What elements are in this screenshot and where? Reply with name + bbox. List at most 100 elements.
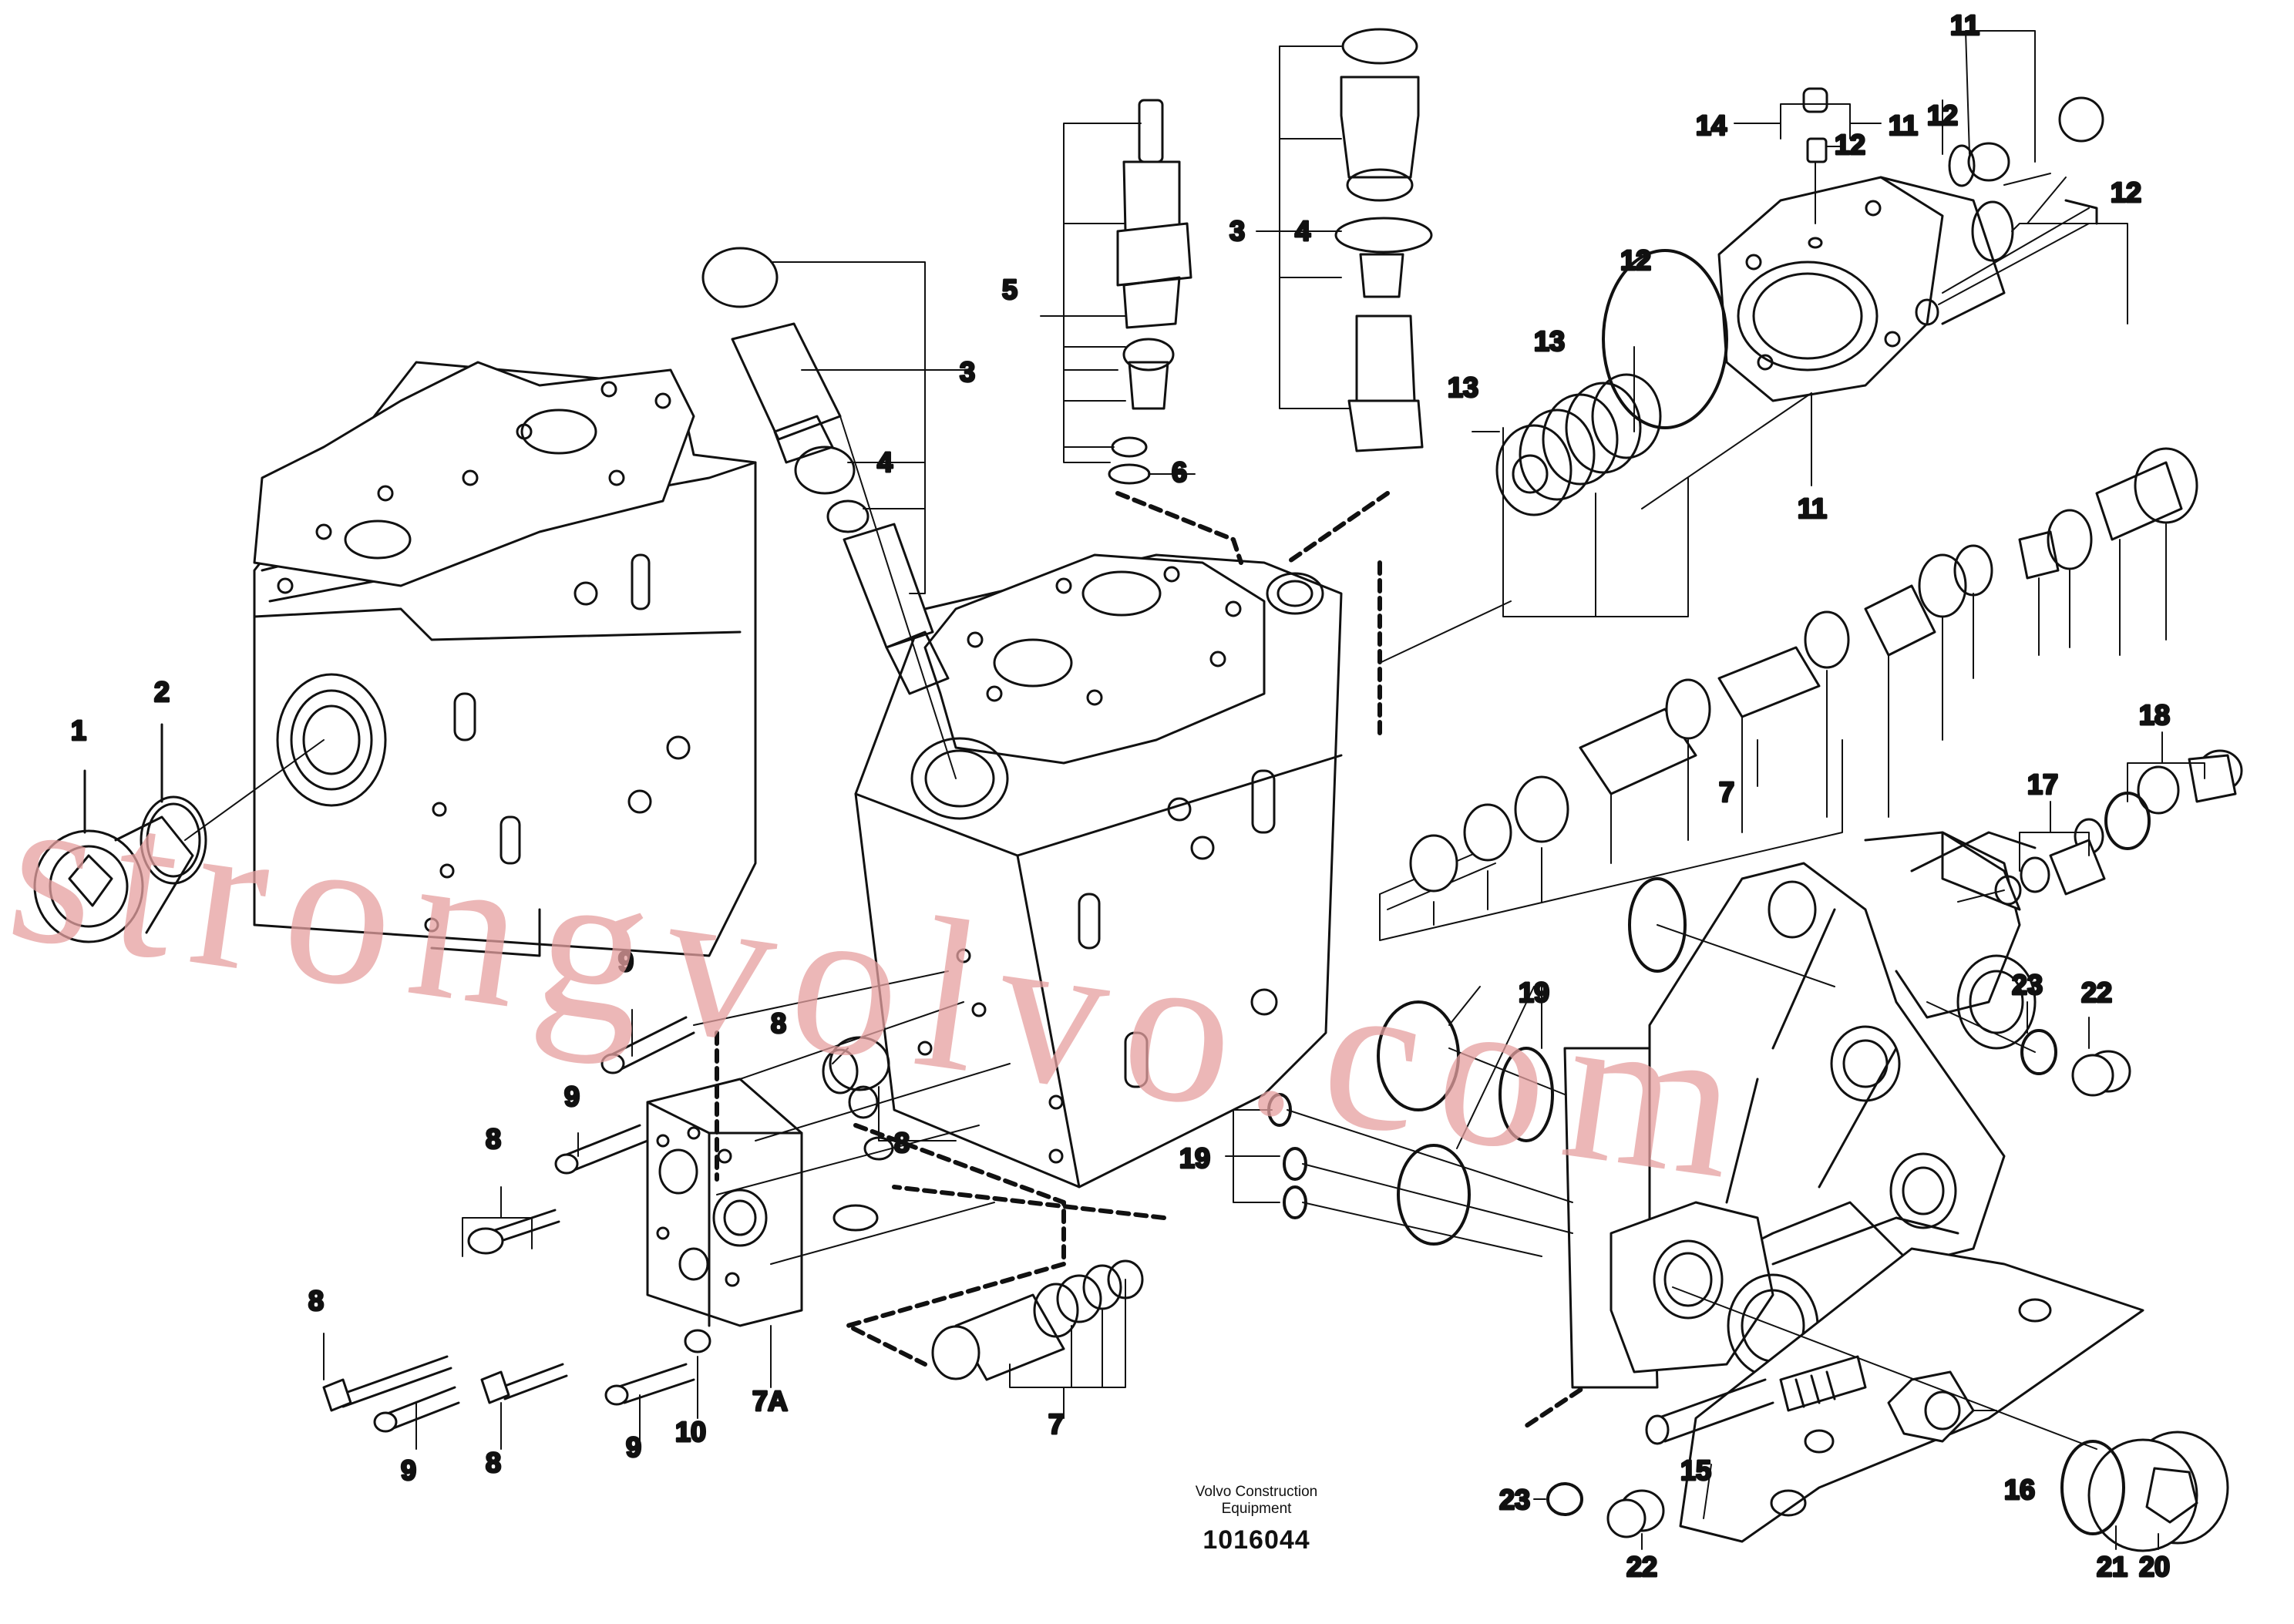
callout-9: 9 [401, 1454, 416, 1486]
studs-8 [322, 1209, 568, 1412]
plugs-12 [1915, 96, 2104, 326]
callout-8: 8 [486, 1447, 501, 1478]
callout-19: 19 [1519, 977, 1549, 1008]
callout-11: 11 [1798, 493, 1827, 524]
axis-line-1 [184, 739, 325, 841]
callout-3: 3 [1229, 215, 1245, 247]
bracket-18 [2127, 731, 2205, 802]
callout-7: 7 [1719, 776, 1734, 808]
company-name-line1: Volvo Construction [1195, 1484, 1318, 1500]
washer-10 [684, 1329, 711, 1353]
callout-9: 9 [564, 1081, 580, 1112]
drawing-caption: Volvo Construction Equipment 1016044 [1095, 1484, 1418, 1555]
callout-14: 14 [1696, 109, 1727, 141]
callout-4: 4 [1295, 215, 1310, 247]
fitting-guide [1957, 889, 2005, 903]
plug-20 [2087, 1431, 2229, 1552]
bracket-5 [1063, 123, 1142, 463]
callout-21: 21 [2097, 1551, 2128, 1582]
callout-23: 23 [2012, 969, 2043, 1000]
bracket-17 [2019, 801, 2090, 872]
callout-16: 16 [2004, 1474, 2035, 1505]
leader-5-6 [1040, 315, 1172, 475]
end-plate-7a [646, 1078, 803, 1327]
drawing-number: 1016044 [1202, 1525, 1310, 1555]
bracket-7-top [1379, 523, 2167, 941]
plug-22-guide [1926, 1001, 2036, 1053]
callout-13: 13 [1448, 372, 1478, 403]
callout-9: 9 [626, 1431, 641, 1463]
callout-9: 9 [618, 946, 634, 977]
center-valve-section [829, 553, 1343, 1189]
callout-7: 7 [1048, 1408, 1064, 1440]
callout-8: 8 [308, 1285, 324, 1316]
callout-3: 3 [960, 356, 975, 388]
callout-8: 8 [894, 1127, 910, 1158]
bolt-16 [1779, 1355, 1975, 1443]
fitting-18 [2104, 749, 2243, 850]
dashed-assembly-lines [715, 491, 1760, 1428]
o-ring-guide-lines [1287, 1047, 1573, 1257]
callout-12: 12 [2111, 177, 2141, 208]
callout-8: 8 [486, 1123, 501, 1155]
spool-assembly-7 [1379, 447, 2198, 910]
o-rings-8 [822, 1048, 894, 1232]
spring-assembly-13 [1495, 373, 1662, 516]
cover-assembly-11 [1717, 176, 2014, 402]
callout-15: 15 [1680, 1454, 1711, 1486]
leader-19-top [1448, 986, 1542, 1149]
callout-6: 6 [1172, 456, 1187, 488]
callout-17: 17 [2027, 768, 2058, 800]
callout-8: 8 [771, 1007, 786, 1039]
pin-15 [1645, 1378, 1774, 1445]
callout-7a: 7A [752, 1385, 788, 1417]
o-ring-21 [2060, 1440, 2125, 1535]
bracket-13 [1502, 427, 1689, 617]
callout-22: 22 [2081, 977, 2112, 1008]
o-ring-2 [140, 795, 207, 885]
plug-1 [33, 815, 194, 943]
cartridge-assembly-5 [1108, 99, 1192, 485]
company-name-line2: Equipment [1221, 1501, 1292, 1517]
bracket-7-lower [1009, 1279, 1126, 1388]
callout-23: 23 [1499, 1484, 1530, 1515]
callout-10: 10 [675, 1416, 706, 1447]
cartridge-assembly-3-right [1334, 28, 1433, 452]
o-rings-19 [1267, 877, 1687, 1246]
leader-lines-1-2 [83, 723, 163, 834]
plate-guide-lines [693, 970, 1011, 1265]
callout-20: 20 [2139, 1551, 2170, 1582]
callout-11: 11 [1889, 109, 1918, 141]
o-ring-12 [1602, 249, 1728, 429]
callout-11: 11 [1950, 9, 1980, 41]
bolts-9 [373, 1016, 695, 1433]
cover-guide-line [1641, 392, 1812, 509]
callout-13: 13 [1534, 325, 1565, 357]
spool-assembly-7-lower [931, 1259, 1144, 1381]
callout-1: 1 [71, 714, 86, 746]
cartridge-assembly-3 [701, 247, 957, 779]
callout-4: 4 [877, 446, 893, 478]
plug-22-right [2071, 1050, 2131, 1097]
plug-22-bottom [1606, 1489, 1665, 1538]
callout-18: 18 [2139, 699, 2170, 731]
callout-leaders [323, 99, 2159, 1550]
callout-labels: 1 2 3 3 4 4 5 6 7 7 7A 8 8 8 8 8 9 9 9 9… [70, 8, 2171, 1584]
o-ring-23-bottom [1546, 1482, 1583, 1516]
callout-19: 19 [1179, 1142, 1210, 1174]
bracket-11-12 [1965, 30, 2128, 324]
callout-12: 12 [1927, 99, 1958, 131]
fitting-14 [1802, 87, 1828, 224]
bracket-3-right [1279, 45, 1350, 409]
callout-5: 5 [1002, 274, 1018, 305]
callout-12: 12 [1620, 244, 1651, 276]
callout-2: 2 [154, 676, 170, 708]
callout-22: 22 [1626, 1551, 1657, 1582]
bracket-14 [1734, 103, 1882, 147]
callout-12: 12 [1835, 129, 1865, 160]
spool-guide-line [1379, 600, 1512, 664]
bracket-19-left [1225, 1109, 1280, 1203]
o-ring-19-guide [1657, 924, 1835, 987]
